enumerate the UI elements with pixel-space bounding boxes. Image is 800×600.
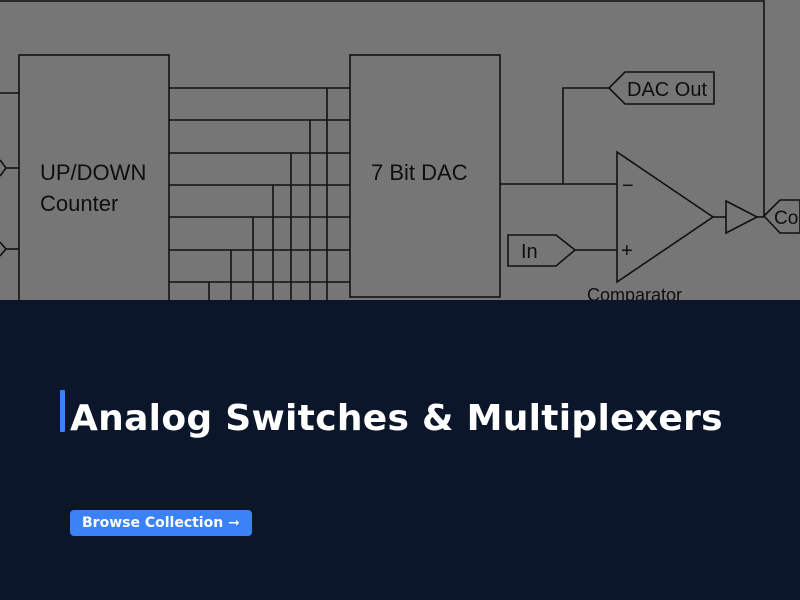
circuit-diagram: UP/DOWN Counter 7 Bit DAC DAC Out In − +… (0, 0, 800, 300)
title-accent-bar (60, 390, 65, 432)
title-panel: Analog Switches & Multiplexers Browse Co… (0, 300, 800, 600)
dac-block (349, 54, 501, 298)
in-label: In (521, 241, 538, 263)
plus-symbol: + (621, 240, 633, 262)
minus-symbol: − (622, 175, 634, 197)
comparator-label: Comparator (587, 285, 682, 300)
page-title: Analog Switches & Multiplexers (70, 398, 723, 439)
dac-out-tag (607, 71, 715, 105)
output-label: Co (774, 208, 798, 229)
feedback-wire (0, 0, 765, 216)
dac-out-label: DAC Out (627, 79, 707, 101)
hero-image: UP/DOWN Counter 7 Bit DAC DAC Out In − +… (0, 0, 800, 300)
browse-collection-button[interactable]: Browse Collection ➞ (70, 510, 252, 536)
counter-label-line2: Counter (40, 191, 118, 216)
counter-block (18, 54, 170, 300)
output-tag (762, 199, 800, 234)
counter-label-line1: UP/DOWN (40, 160, 146, 185)
dac-label: 7 Bit DAC (371, 160, 468, 185)
in-tag (507, 234, 577, 267)
comparator-symbol (616, 150, 715, 284)
buffer-symbol (725, 199, 759, 235)
